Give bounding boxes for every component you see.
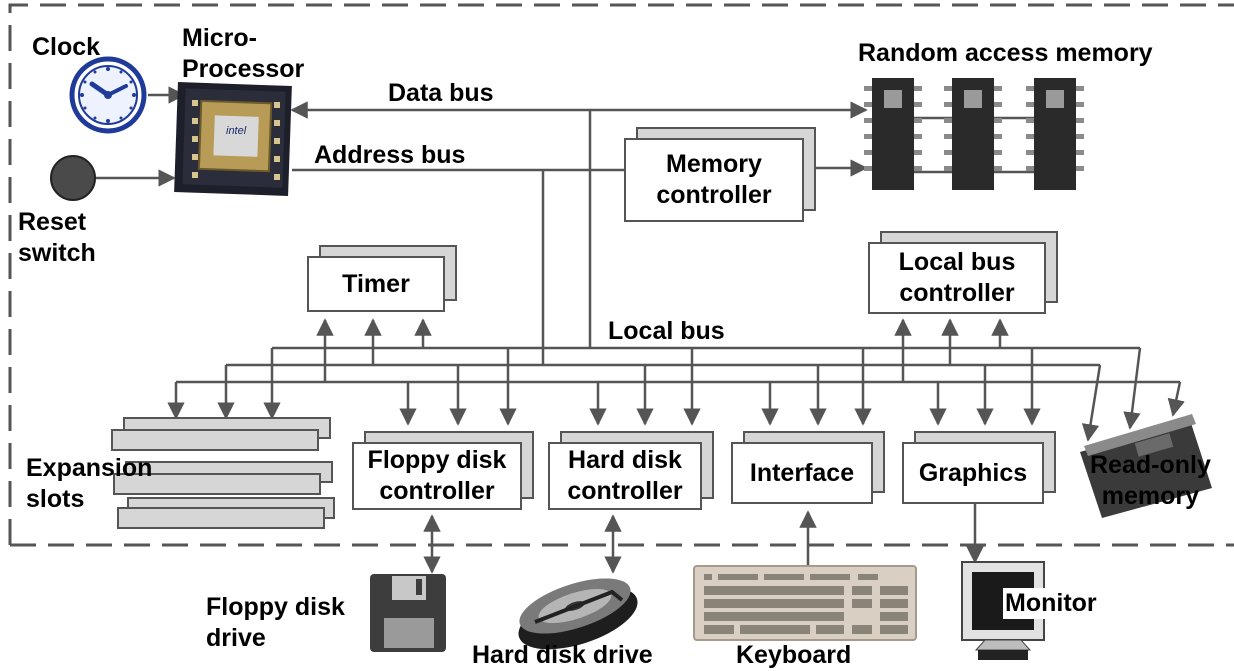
- system-boundary: [8, 3, 1234, 547]
- keyboard-label: Keyboard: [736, 641, 852, 669]
- expansion-slots-icon: [111, 417, 335, 529]
- clock-label: Clock: [32, 33, 101, 61]
- hard-disk-icon: [518, 578, 638, 650]
- floppy-disk-icon: [370, 574, 446, 652]
- hard-disk-drive-label: Hard disk drive: [472, 641, 653, 669]
- expansion-slots-label: Expansion slots: [26, 454, 153, 513]
- memory-controller-label: Memory controller: [656, 150, 772, 209]
- interface-box: Interface: [731, 431, 885, 504]
- rom-chip-icon: [1080, 414, 1212, 518]
- svg-text:intel: intel: [226, 125, 247, 137]
- data-bus-label: Data bus: [388, 79, 494, 107]
- interface-label: Interface: [749, 458, 855, 487]
- ram-label: Random access memory: [858, 39, 1153, 67]
- monitor-label: Monitor: [1003, 588, 1099, 619]
- graphics-box: Graphics: [902, 431, 1056, 504]
- rom-label: Read-only memory: [1090, 451, 1211, 510]
- reset-switch-label: Reset switch: [18, 208, 96, 267]
- reset-switch-icon: [50, 155, 96, 201]
- timer-box: Timer: [307, 245, 457, 312]
- clock-icon: [69, 56, 147, 134]
- local-bus-controller-label: Local bus controller: [898, 248, 1016, 307]
- hard-disk-controller-box: Hard disk controller: [548, 431, 714, 510]
- floppy-controller-box: Floppy disk controller: [352, 431, 534, 510]
- keyboard-icon: [693, 565, 917, 641]
- floppy-drive-label: Floppy disk drive: [206, 593, 345, 652]
- local-bus-label: Local bus: [608, 317, 725, 345]
- microprocessor-icon: intel: [174, 82, 292, 196]
- graphics-label: Graphics: [918, 458, 1028, 487]
- memory-controller-box: Memory controller: [624, 127, 816, 222]
- timer-label: Timer: [342, 269, 410, 298]
- ram-chip-icon: [864, 78, 1084, 190]
- floppy-controller-label: Floppy disk controller: [367, 446, 507, 505]
- local-bus-controller-box: Local bus controller: [868, 231, 1058, 314]
- microprocessor-label: Micro- Processor: [182, 24, 305, 83]
- address-bus-label: Address bus: [314, 141, 466, 169]
- hard-disk-controller-label: Hard disk controller: [567, 446, 683, 505]
